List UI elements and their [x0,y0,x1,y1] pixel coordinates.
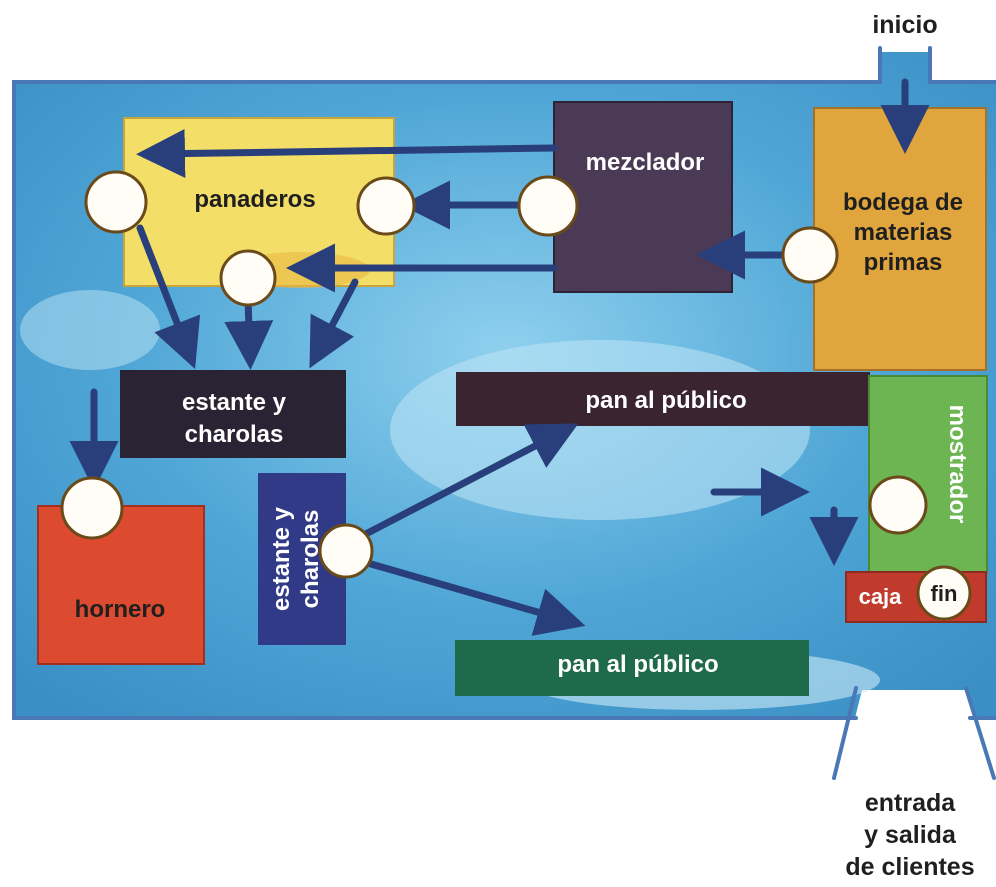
station-bodega [781,226,839,284]
label-mostrador: mostrador [944,405,971,524]
arrow-panadero-to-estante-2 [224,296,274,370]
arrow-mezclador-to-panaderos-top [136,128,558,178]
station-fin [916,565,972,621]
label-entrada-line2: y salida [864,821,957,849]
building-walls [12,46,996,780]
pan-bottom-counter [455,640,809,696]
label-bodega-line2: materias [854,219,953,246]
hornero-area [37,505,205,665]
station-markers [60,170,972,621]
station-panadero-3 [219,249,277,307]
label-entrada-line1: entrada [865,789,956,817]
station-estante [318,523,374,579]
label-pan-bottom: pan al público [557,651,718,678]
label-entrada-line3: de clientes [845,853,974,881]
station-mezclador [517,175,579,237]
label-estante-side-line2: charolas [297,510,324,609]
label-inicio: inicio [872,11,937,39]
label-fin: fin [931,581,958,606]
station-panadero-1 [84,170,148,234]
arrow-estante-to-pan-bottom [360,558,586,636]
label-panaderos: panaderos [194,186,315,213]
mezclador-area [553,101,733,293]
arrow-panadero-to-estante-3 [309,278,359,369]
station-panadero-2 [356,176,416,236]
station-mostrador [868,475,928,535]
label-pan-top: pan al público [585,387,746,414]
label-bodega-line3: primas [864,249,943,276]
label-estante-top-line2: charolas [185,421,284,448]
label-bodega-line1: bodega de [843,189,963,216]
flow-arrows [69,78,930,636]
label-estante-side-line1: estante y [268,506,295,611]
label-caja: caja [859,584,903,609]
estante-top [120,370,346,458]
station-hornero [60,476,124,540]
label-hornero: hornero [75,596,166,623]
arrow-estante-to-pan-top [354,423,579,542]
label-estante-top-line1: estante y [182,389,287,416]
pan-top-counter [456,372,870,426]
arrow-panadero-to-estante-1 [136,224,201,370]
label-mezclador: mezclador [586,149,705,176]
floor-highlight [20,290,160,370]
